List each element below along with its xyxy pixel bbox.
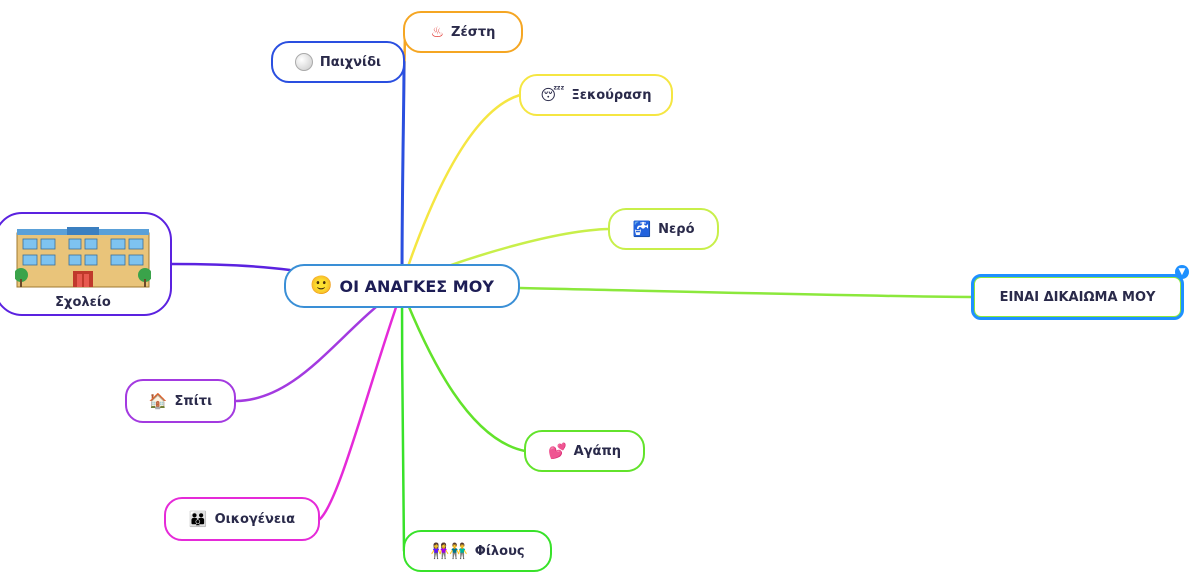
topic-label: ΕΙΝΑΙ ΔΙΚΑΙΩΜΑ ΜΟΥ	[999, 289, 1156, 305]
topic-oikogeneia[interactable]: 👪 Οικογένεια	[164, 497, 320, 541]
connector-dikaioma	[518, 286, 976, 299]
topic-xekourasi[interactable]: 😴 Ξεκούραση	[519, 74, 673, 116]
water-tap-icon: 🚰	[632, 219, 652, 238]
topic-einai-dikaioma-mou[interactable]: ΕΙΝΑΙ ΔΙΚΑΙΩΜΑ ΜΟΥ	[971, 274, 1184, 320]
topic-label: Σχολείο	[55, 294, 111, 310]
hot-springs-icon: ♨	[430, 22, 445, 41]
topic-label: Οικογένεια	[214, 511, 296, 527]
house-icon: 🏠	[148, 391, 168, 410]
hearts-icon: 💕	[547, 441, 567, 460]
smiley-face-icon: 🙂	[310, 275, 333, 296]
family-icon: 👪	[188, 509, 208, 528]
topic-nero[interactable]: 🚰 Νερό	[608, 208, 719, 250]
topic-label: Παιχνίδι	[319, 54, 382, 70]
topic-label: Σπίτι	[174, 393, 213, 409]
connector-xekourasi	[400, 93, 522, 286]
school-building-icon	[15, 226, 151, 287]
topic-label: Νερό	[658, 221, 695, 237]
connector-oikogeneia	[318, 288, 404, 521]
connector-agapi	[400, 288, 527, 453]
friends-icon: 👭👬	[430, 541, 468, 560]
collapse-toggle-icon[interactable]: ▼	[1175, 265, 1189, 279]
connector-paixnidi	[400, 60, 406, 286]
ball-icon	[294, 53, 313, 71]
topic-label: Φίλους	[474, 543, 525, 559]
topic-zesti[interactable]: ♨ Ζέστη	[403, 11, 523, 53]
connector-filous	[400, 288, 406, 553]
topic-spiti[interactable]: 🏠 Σπίτι	[125, 379, 236, 423]
topic-label: Ζέστη	[451, 24, 496, 40]
central-topic[interactable]: 🙂 ΟΙ ΑΝΑΓΚΕΣ ΜΟΥ	[284, 264, 520, 308]
central-topic-label: ΟΙ ΑΝΑΓΚΕΣ ΜΟΥ	[339, 276, 494, 296]
connector-sxoleio	[170, 262, 292, 272]
topic-label: Ξεκούραση	[571, 87, 652, 103]
topic-agapi[interactable]: 💕 Αγάπη	[524, 430, 645, 472]
topic-sxoleio[interactable]: Σχολείο	[0, 212, 172, 316]
topic-filous[interactable]: 👭👬 Φίλους	[403, 530, 552, 572]
sleeping-face-icon: 😴	[540, 85, 565, 104]
topic-paixnidi[interactable]: Παιχνίδι	[271, 41, 405, 83]
topic-label: Αγάπη	[573, 443, 622, 459]
